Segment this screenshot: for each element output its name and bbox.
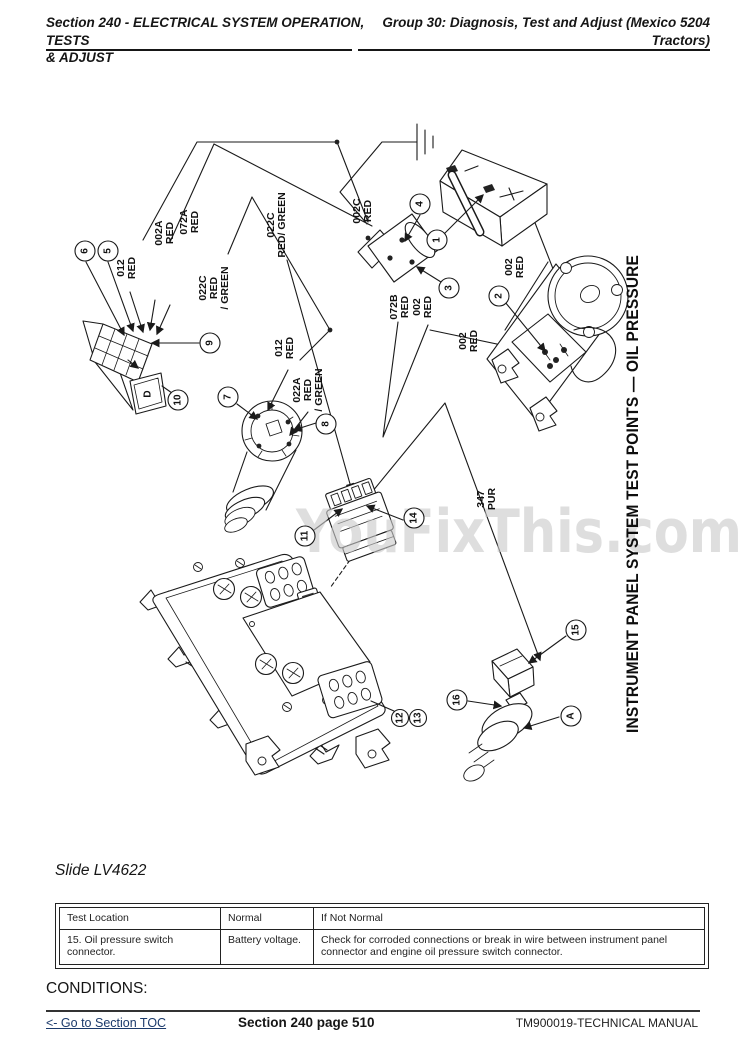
block-letter: D	[143, 390, 154, 397]
cell-test-location: 15. Oil pressure switch connector.	[59, 929, 221, 965]
diagnostic-table: Test Location Normal If Not Normal 15. O…	[55, 903, 709, 969]
wire-labels: 012 RED 002A RED 072A RED 022C RED / GRE…	[115, 192, 526, 510]
wire-label: 072B	[388, 294, 400, 320]
junction-dot	[365, 235, 371, 241]
starter-wire-loop	[570, 327, 617, 383]
panel-connector-cutout-bottom	[317, 661, 383, 719]
starter-solenoid	[357, 213, 439, 283]
svg-text:RED/ GREEN: RED/ GREEN	[276, 192, 288, 257]
wire-label: 347	[475, 490, 487, 508]
figure-title-vertical: INSTRUMENT PANEL SYSTEM TEST POINTS — OI…	[624, 255, 642, 733]
key-switch	[224, 400, 303, 533]
footer-manual-label: TM900019-TECHNICAL MANUAL	[515, 1016, 698, 1030]
callout-16: 16	[452, 694, 463, 706]
header-section-title: Section 240 - ELECTRICAL SYSTEM OPERATIO…	[46, 14, 376, 67]
col-header-if-not-normal: If Not Normal	[313, 907, 705, 930]
starter-motor	[486, 255, 629, 432]
battery-terminal	[483, 184, 495, 193]
cell-normal: Battery voltage.	[220, 929, 314, 965]
junction-dot	[334, 139, 340, 145]
wire-label: 002C	[351, 198, 363, 224]
callout-A: A	[566, 712, 577, 719]
wire-label: 002A	[153, 220, 165, 246]
svg-text:RED: RED	[189, 210, 201, 233]
harness-connector	[325, 477, 397, 562]
header-right-line1: Group 30: Diagnosis, Test and Adjust (Me…	[382, 15, 710, 30]
callout-8: 8	[321, 421, 332, 427]
svg-text:RED: RED	[164, 221, 176, 244]
header-rule-right	[358, 49, 710, 51]
cell-if-not-normal: Check for corroded connections or break …	[313, 929, 705, 965]
callout-14: 14	[409, 512, 420, 524]
svg-text:RED: RED	[362, 199, 374, 222]
oil-pressure-switch-connector	[491, 648, 535, 698]
header-left-line1: Section 240 - ELECTRICAL SYSTEM OPERATIO…	[46, 15, 365, 48]
callout-leader-lines	[150, 194, 567, 730]
callout-9: 9	[205, 340, 216, 346]
callout-5: 5	[103, 248, 114, 254]
wire-label: 022C	[265, 212, 277, 238]
instrument-panel	[139, 553, 391, 776]
footer-rule	[46, 1010, 700, 1012]
callout-4: 4	[415, 201, 426, 207]
callout-2: 2	[494, 293, 505, 299]
junction-dot	[327, 327, 333, 333]
callout-13: 13	[413, 712, 424, 724]
col-header-normal: Normal	[220, 907, 314, 930]
svg-text:RED: RED	[468, 329, 480, 352]
svg-text:PUR: PUR	[486, 487, 498, 510]
svg-text:/ GREEN: / GREEN	[219, 266, 231, 309]
wire-label: 022A	[291, 377, 303, 403]
oil-pressure-switch	[463, 692, 533, 782]
wire-label: 002	[411, 298, 423, 316]
slide-caption: Slide LV4622	[55, 862, 147, 879]
battery-plus-mark	[499, 187, 524, 201]
callout-15: 15	[571, 624, 582, 636]
svg-text:RED: RED	[399, 295, 411, 318]
svg-text:RED: RED	[126, 256, 138, 279]
wire-label: 012	[115, 259, 127, 277]
svg-text:RED: RED	[422, 295, 434, 318]
wire-label: 022C	[197, 275, 209, 301]
harness-leader-lines	[142, 139, 567, 662]
table-row: 15. Oil pressure switch connector. Batte…	[59, 929, 705, 965]
svg-text:RED: RED	[514, 255, 526, 278]
svg-text:RED: RED	[284, 336, 296, 359]
conditions-label: CONDITIONS:	[46, 980, 148, 997]
wire-label: 072A	[178, 209, 190, 235]
go-to-section-toc-link[interactable]: <- Go to Section TOC	[46, 1016, 167, 1030]
table-header-row: Test Location Normal If Not Normal	[59, 907, 705, 930]
watermark: YouFixThis.com	[295, 497, 742, 567]
callout-10: 10	[173, 394, 184, 406]
header-rule-left	[46, 49, 352, 51]
fuse-block-connector: D	[82, 261, 171, 415]
battery-minus-mark	[464, 165, 479, 172]
svg-text:RED: RED	[208, 276, 220, 299]
ground-symbol	[416, 123, 434, 161]
callout-11: 11	[300, 530, 311, 541]
callouts: 1 2 3 4 5 6 7 8 9 10 11 12 13 14 15 16 A	[74, 193, 587, 728]
callout-6: 6	[80, 248, 91, 254]
svg-text:RED: RED	[302, 378, 314, 401]
pin-arrows	[85, 261, 171, 369]
callout-7: 7	[223, 394, 234, 400]
callout-1: 1	[432, 237, 443, 243]
header-group-title: Group 30: Diagnosis, Test and Adjust (Me…	[370, 14, 710, 49]
wire-label: 012	[273, 339, 285, 357]
battery	[439, 149, 548, 247]
header-right-line2: Tractors)	[651, 32, 710, 48]
col-header-test-location: Test Location	[59, 907, 221, 930]
svg-text:/ GREEN: / GREEN	[313, 368, 325, 411]
bulb-holders	[212, 577, 305, 685]
wire-label: 002	[503, 258, 515, 276]
wire-label: 002	[457, 332, 469, 350]
callout-3: 3	[444, 285, 455, 291]
callout-12: 12	[395, 712, 406, 724]
header-left-line2: & ADJUST	[46, 50, 114, 66]
footer-page-label: Section 240 page 510	[238, 1015, 375, 1030]
